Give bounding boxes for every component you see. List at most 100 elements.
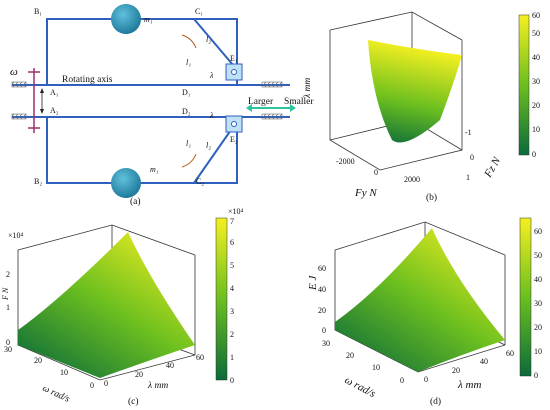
panel-d-xtick-2: 40 (480, 357, 488, 366)
panel-b-ytick-0: -1 (465, 128, 472, 137)
panel-b-cb-tick-2: 20 (532, 101, 540, 110)
label-lambda-bottom: λ (209, 111, 214, 120)
panel-d-surface (335, 228, 505, 372)
label-e1: E₁ (230, 54, 238, 63)
panel-c-cb-tick-7: 7 (230, 217, 234, 226)
panel-b-colorbar (518, 14, 530, 156)
panel-b-cb-tick-6: 60 (532, 11, 540, 20)
panel-d-cb-tick-2: 20 (534, 323, 542, 332)
label-b1: B₁ (34, 7, 42, 16)
label-d2: D₂ (182, 107, 191, 116)
label-lambda-top: λ (209, 71, 214, 80)
panel-b-plot: λ mm -2000 0 2000 -1 0 1 Fy N Fz N 0 10 … (303, 11, 540, 203)
panel-c-plot: ×10⁴ F N 0 1 2 30 20 10 0 0 20 40 60 ω r… (1, 207, 244, 407)
label-mass-top: m₁ (144, 15, 153, 24)
panel-c-xtick-1: 20 (135, 370, 143, 379)
panel-b-cb-tick-3: 30 (532, 77, 540, 86)
panel-d-ztick-1: 20 (318, 306, 326, 315)
label-l2-bottom: l₂ (206, 141, 211, 150)
panel-d-cb-tick-4: 40 (534, 275, 542, 284)
panel-c-surface (18, 232, 195, 378)
arrow-head-right (290, 104, 296, 112)
panel-c-ytick-2: 20 (34, 356, 42, 365)
panel-c-cb-tick-6: 6 (230, 238, 234, 247)
bearing-left-bottom (11, 113, 27, 120)
panel-c-xtick-3: 60 (196, 353, 204, 362)
label-mass-bottom: m₁ (150, 165, 159, 174)
label-c1: C₁ (195, 7, 203, 16)
panel-d-xtick-3: 60 (506, 349, 514, 358)
panel-b-colorbar-ticks: 0 10 20 30 40 50 60 (532, 11, 540, 159)
panel-d-zlabel: E J (307, 275, 319, 291)
panel-b-xtick-2: 2000 (404, 175, 420, 184)
mass-top (111, 4, 141, 34)
panel-c-zexp: ×10⁴ (8, 231, 24, 240)
bottom-linkage-frame (46, 116, 238, 184)
panel-c-ylabel: ω rad/s (41, 384, 71, 405)
panel-a-mechanism: ω Rotating axis B₁ C₁ A₁ D₁ E₁ A₂ D₂ E₂ … (10, 4, 314, 207)
panel-d-xtick-0: 0 (424, 375, 428, 384)
pivot-e2 (231, 121, 237, 127)
panel-c-xlabel: λ mm (147, 381, 168, 391)
gap-arrow-head-up (40, 88, 44, 93)
link-l2-top (193, 18, 234, 66)
panel-c-zlabel: F N (1, 287, 10, 301)
label-l1-top: l₁ (186, 58, 191, 67)
panel-c-cb-tick-5: 5 (230, 261, 234, 270)
panel-b-cb-tick-1: 10 (532, 125, 540, 134)
gap-arrow-head-down (40, 109, 44, 114)
label-d1: D₁ (182, 88, 191, 97)
panel-b-cb-tick-4: 40 (532, 53, 540, 62)
link-l2-bottom (193, 126, 234, 184)
panel-b-xtick-1: 0 (374, 168, 378, 177)
bearing-right-bottom (261, 113, 283, 120)
omega-label: ω (10, 66, 18, 78)
panel-b-cb-tick-5: 50 (532, 29, 540, 38)
panel-c-ytick-1: 10 (60, 368, 68, 377)
panel-c-ztick-1: 1 (6, 303, 10, 312)
panel-c-colorbar (215, 217, 228, 381)
caption-c: (c) (128, 396, 139, 407)
label-l2-top: l₂ (206, 35, 211, 44)
panel-b-xtick-0: -2000 (336, 157, 355, 166)
panel-c-cb-tick-2: 2 (230, 330, 234, 339)
panel-d-xtick-1: 20 (452, 366, 460, 375)
panel-c-ztick-2: 2 (6, 270, 10, 279)
panel-c-cb-exp: ×10⁴ (228, 207, 244, 216)
panel-c-ytick-3: 30 (4, 345, 12, 354)
panel-b-ylabel: Fz N (482, 155, 504, 181)
panel-b-ytick-1: 0 (470, 153, 474, 162)
rotation-arc-bottom (181, 153, 197, 168)
panel-d-cb-tick-3: 30 (534, 299, 542, 308)
caption-d: (d) (430, 396, 441, 407)
panel-c-xtick-0: 0 (104, 379, 108, 388)
panel-b-cb-tick-0: 0 (532, 150, 536, 159)
label-b2: B₂ (34, 177, 42, 186)
label-a1: A₁ (50, 88, 59, 97)
panel-d-cb-tick-5: 50 (534, 251, 542, 260)
arrow-head-left (246, 104, 252, 112)
mass-bottom (111, 168, 141, 198)
caption-b: (b) (426, 192, 437, 203)
panel-c-cb-tick-3: 3 (230, 307, 234, 316)
panel-b-surface (368, 40, 462, 143)
panel-d-cb-tick-1: 10 (534, 347, 542, 356)
panel-d-cb-tick-6: 60 (534, 227, 542, 236)
panel-d-cb-tick-0: 0 (534, 371, 538, 380)
bearing-right-top (261, 81, 283, 88)
panel-d-plot: E J 0 20 40 60 30 20 10 0 0 20 40 60 ω r… (307, 217, 542, 407)
panel-c-xtick-2: 40 (166, 361, 174, 370)
label-c2: C₂ (196, 177, 204, 186)
panel-d-colorbar-ticks: 0 10 20 30 40 50 60 (534, 227, 542, 380)
panel-c-ztick-0: 0 (6, 338, 10, 347)
smaller-label: Smaller (284, 97, 314, 107)
panel-c-colorbar-ticks: 0 1 2 3 4 5 6 7 (230, 217, 234, 385)
panel-d-xlabel: λ mm (457, 379, 481, 391)
caption-a: (a) (130, 196, 141, 207)
rotation-arc-top (181, 34, 197, 49)
panel-b-ytick-2: 1 (466, 173, 470, 182)
panel-d-ytick-2: 20 (346, 351, 354, 360)
label-a2: A₂ (50, 106, 59, 115)
panel-c-cb-tick-4: 4 (230, 284, 234, 293)
